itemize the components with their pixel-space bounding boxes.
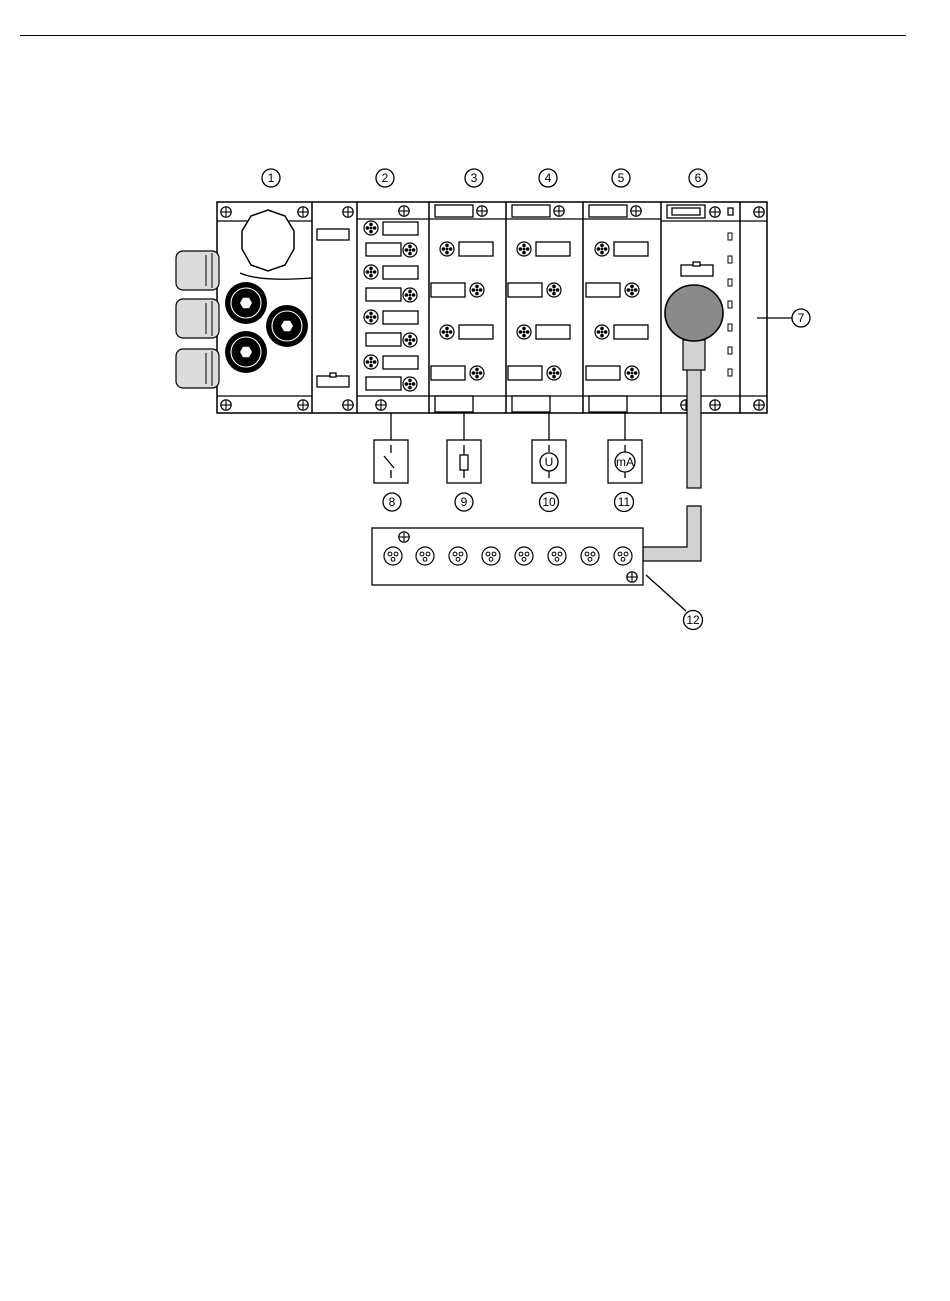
svg-text:11: 11	[618, 495, 631, 509]
callout-5: 5	[612, 169, 630, 187]
svg-text:4: 4	[545, 171, 552, 185]
ammeter-label: mA	[616, 455, 634, 469]
cable-gland-icon	[225, 282, 267, 324]
resistor-sensor	[447, 440, 481, 483]
cable-gland-icon	[266, 305, 308, 347]
m12-socket-icon	[449, 547, 467, 565]
m8-socket-icon	[364, 265, 378, 279]
m8-socket-icon	[625, 366, 639, 380]
spacer-module	[312, 202, 357, 413]
gland-icon	[176, 349, 219, 388]
cable-plug-icon	[665, 285, 723, 341]
leader-line	[646, 575, 686, 611]
svg-text:3: 3	[471, 171, 478, 185]
m8-socket-icon	[440, 325, 454, 339]
svg-text:5: 5	[618, 171, 625, 185]
current-sensor: mA	[608, 440, 642, 483]
svg-text:6: 6	[695, 171, 702, 185]
m12-socket-icon	[416, 547, 434, 565]
callout-10: 10	[540, 493, 559, 512]
m8-socket-icon	[517, 242, 531, 256]
m8-socket-icon	[547, 283, 561, 297]
m8-socket-icon	[595, 325, 609, 339]
callout-7: 7	[792, 309, 810, 327]
closure-plug-icon	[242, 210, 294, 271]
callout-2: 2	[376, 169, 394, 187]
m8-socket-icon	[470, 283, 484, 297]
m8-socket-icon	[403, 243, 417, 257]
led-indicator-column	[728, 233, 732, 376]
callout-11: 11	[615, 493, 634, 512]
callout-6: 6	[689, 169, 707, 187]
callout-4: 4	[539, 169, 557, 187]
gland-icon	[176, 251, 219, 290]
m8-socket-icon	[625, 283, 639, 297]
svg-text:1: 1	[268, 171, 275, 185]
m8-socket-icon	[470, 366, 484, 380]
callout-12: 12	[684, 611, 703, 630]
end-plate	[740, 202, 767, 413]
io-module-3	[429, 202, 506, 413]
m12-socket-icon	[384, 547, 402, 565]
callout-1: 1	[262, 169, 280, 187]
io-module-4	[506, 202, 583, 413]
distribution-box	[372, 528, 643, 585]
extension-cable	[643, 285, 723, 561]
svg-text:12: 12	[686, 613, 700, 627]
callout-9: 9	[455, 493, 473, 511]
m12-socket-icon	[548, 547, 566, 565]
voltage-sensor: U	[532, 440, 566, 483]
cable-gland-icon	[225, 331, 267, 373]
m8-socket-icon	[440, 242, 454, 256]
m12-socket-icon	[614, 547, 632, 565]
io-module-5	[583, 202, 661, 413]
m8-socket-icon	[364, 221, 378, 235]
digital-io-module	[357, 202, 429, 413]
m8-socket-icon	[547, 366, 561, 380]
switch-sensor	[374, 440, 408, 483]
m8-socket-icon	[403, 377, 417, 391]
gland-icon	[176, 299, 219, 338]
svg-text:10: 10	[542, 495, 556, 509]
m8-socket-icon	[364, 355, 378, 369]
callout-3: 3	[465, 169, 483, 187]
m8-socket-icon	[403, 333, 417, 347]
svg-text:7: 7	[798, 311, 805, 325]
m8-socket-icon	[403, 288, 417, 302]
callout-8: 8	[383, 493, 401, 511]
svg-text:2: 2	[382, 171, 389, 185]
voltmeter-label: U	[545, 455, 554, 469]
m12-socket-icon	[581, 547, 599, 565]
bus-module	[217, 202, 312, 413]
m12-socket-icon	[482, 547, 500, 565]
m8-socket-icon	[595, 242, 609, 256]
m8-socket-icon	[517, 325, 531, 339]
m8-socket-icon	[364, 310, 378, 324]
m12-socket-icon	[515, 547, 533, 565]
svg-text:8: 8	[389, 495, 396, 509]
svg-text:9: 9	[461, 495, 468, 509]
